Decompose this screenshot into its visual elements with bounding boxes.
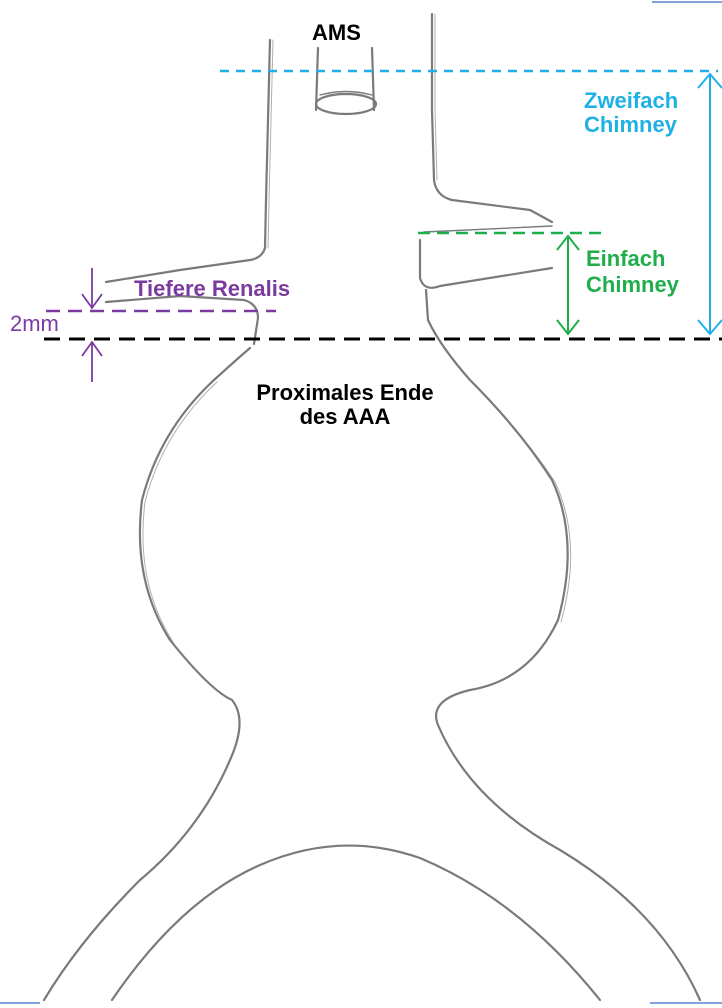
einfach-label-line2: Chimney [586,272,680,297]
proximal-marker: Proximales Ende des AAA [44,339,722,429]
left-renal-artery [106,296,258,344]
aorta-left-wall-upper [106,40,270,282]
iliac-bifurcation [112,846,600,1000]
ams-vessel [316,48,374,110]
distance-label: 2mm [10,311,59,336]
ams-label: AMS [312,20,361,45]
einfach-label-line1: Einfach [586,246,665,271]
proximal-label-line2: des AAA [300,404,391,429]
aorta-left-wall-mid [44,348,250,1000]
aorta-right-wall-upper [432,14,552,222]
zweifach-label-line2: Chimney [584,112,678,137]
zweifach-label-line1: Zweifach [584,88,678,113]
renalis-marker: Tiefere Renalis 2mm [10,268,290,382]
ams-opening [316,94,376,114]
aorta-sketch [44,14,700,1000]
aorta-right-wall-mid [426,290,700,1000]
renalis-label: Tiefere Renalis [134,276,290,301]
proximal-label-line1: Proximales Ende [256,380,433,405]
right-renal-artery [420,240,552,288]
